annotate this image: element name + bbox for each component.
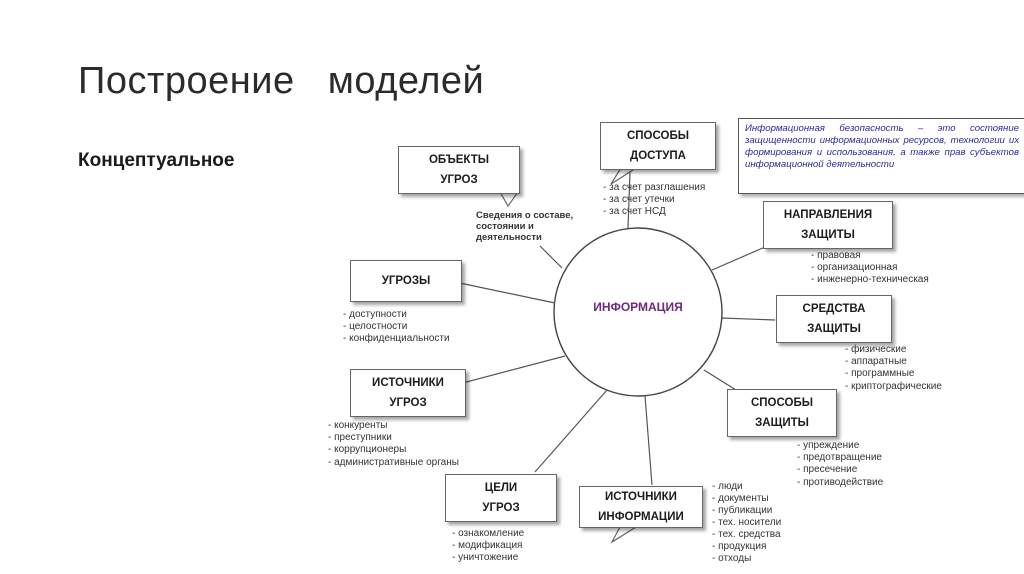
center-label: ИНФОРМАЦИЯ: [593, 300, 683, 314]
threat-objects-note: Сведения о составе, состоянии и деятельн…: [476, 210, 574, 243]
information-sources-list: - люди - документы - публикации - тех. н…: [712, 481, 782, 564]
protection-methods-list: - упреждение - предотвращение - пресечен…: [797, 440, 884, 488]
node-protection-methods: СПОСОБЫ ЗАЩИТЫ: [727, 389, 837, 437]
definition-box: Информационная безопасность – это состоя…: [738, 118, 1024, 194]
connector-objects: [539, 245, 563, 269]
protection-directions-list: - правовая - организационная - инженерно…: [811, 250, 929, 286]
threats-list: - доступности - целостности - конфиденци…: [343, 309, 450, 345]
connector-goals: [534, 389, 608, 473]
callout-pointer-objects: [499, 191, 519, 208]
node-protection-directions: НАПРАВЛЕНИЯ ЗАЩИТЫ: [763, 201, 893, 249]
node-protection-means: СРЕДСТВА ЗАЩИТЫ: [776, 295, 892, 343]
threat-goals-list: - ознакомление - модификация - уничтожен…: [452, 528, 525, 564]
connector-access: [627, 171, 631, 229]
protection-means-list: - физические - аппаратные - программные …: [845, 344, 942, 392]
slide-title: Построение моделей: [78, 60, 485, 102]
node-threats: УГРОЗЫ: [350, 260, 462, 302]
node-information-sources: ИСТОЧНИКИ ИНФОРМАЦИИ: [579, 486, 703, 528]
node-access-methods: СПОСОБЫ ДОСТУПА: [600, 122, 716, 170]
connector-directions: [711, 243, 773, 271]
connector-infosources: [644, 395, 653, 486]
access-methods-list: - за счет разглашения - за счет утечки -…: [603, 182, 706, 218]
callout-pointer-infosources: [610, 526, 637, 544]
connector-threats: [454, 281, 556, 304]
node-threat-sources: ИСТОЧНИКИ УГРОЗ: [350, 369, 466, 417]
node-threat-objects: ОБЪЕКТЫ УГРОЗ: [398, 146, 520, 194]
connector-methods: [703, 369, 737, 391]
center-circle: [553, 227, 723, 397]
connector-sources: [454, 355, 566, 386]
connector-means: [721, 317, 776, 321]
threat-sources-list: - конкуренты - преступники - коррупционе…: [328, 420, 459, 468]
callout-pointer-access: [610, 167, 637, 185]
node-threat-goals: ЦЕЛИ УГРОЗ: [445, 474, 557, 522]
slide-subtitle: Концептуальное: [78, 150, 235, 171]
